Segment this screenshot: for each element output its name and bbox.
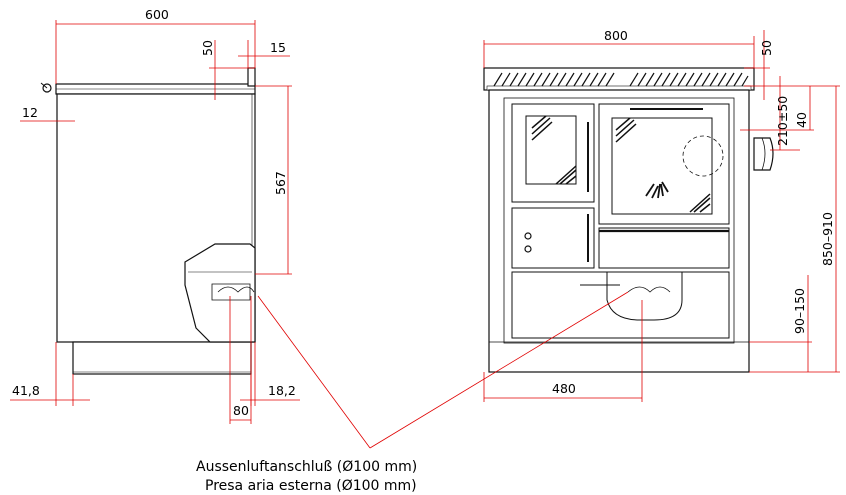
thermometer-dial-icon: [682, 135, 724, 177]
front-dimensions: [369, 30, 840, 449]
dim-50-front: 50: [759, 40, 774, 56]
dim-80: 80: [233, 403, 249, 418]
caption-italian: Presa aria esterna (Ø100 mm): [205, 478, 417, 494]
side-rail: [247, 67, 256, 87]
front-ash-door: [511, 207, 595, 269]
front-oven-door: [598, 103, 730, 225]
caption-german: Aussenluftanschluß (Ø100 mm): [196, 459, 417, 475]
dim-210: 210±50: [775, 96, 790, 146]
dim-50-side: 50: [200, 40, 215, 56]
side-view: [40, 67, 256, 375]
dim-567: 567: [273, 171, 288, 195]
fan-icon: [645, 181, 669, 199]
front-air-duct: [606, 271, 683, 321]
front-hatching: [493, 72, 749, 213]
front-view: [483, 67, 774, 373]
dim-18-2: 18,2: [268, 383, 296, 398]
dim-41-8: 41,8: [12, 383, 40, 398]
dim-850-910: 850–910: [820, 212, 835, 266]
dim-12: 12: [22, 105, 38, 120]
dim-40: 40: [794, 112, 809, 128]
side-dimensions: [10, 20, 371, 449]
front-drawer: [598, 227, 730, 269]
dim-480: 480: [552, 381, 576, 396]
dim-90-150: 90–150: [792, 288, 807, 334]
flue-pipe-icon: [753, 137, 774, 171]
side-plinth: [72, 341, 252, 375]
dim-15: 15: [270, 40, 286, 55]
front-firebox-door: [511, 103, 595, 203]
dim-600: 600: [145, 7, 169, 22]
dim-800: 800: [604, 28, 628, 43]
control-knob-icon: [524, 232, 532, 240]
